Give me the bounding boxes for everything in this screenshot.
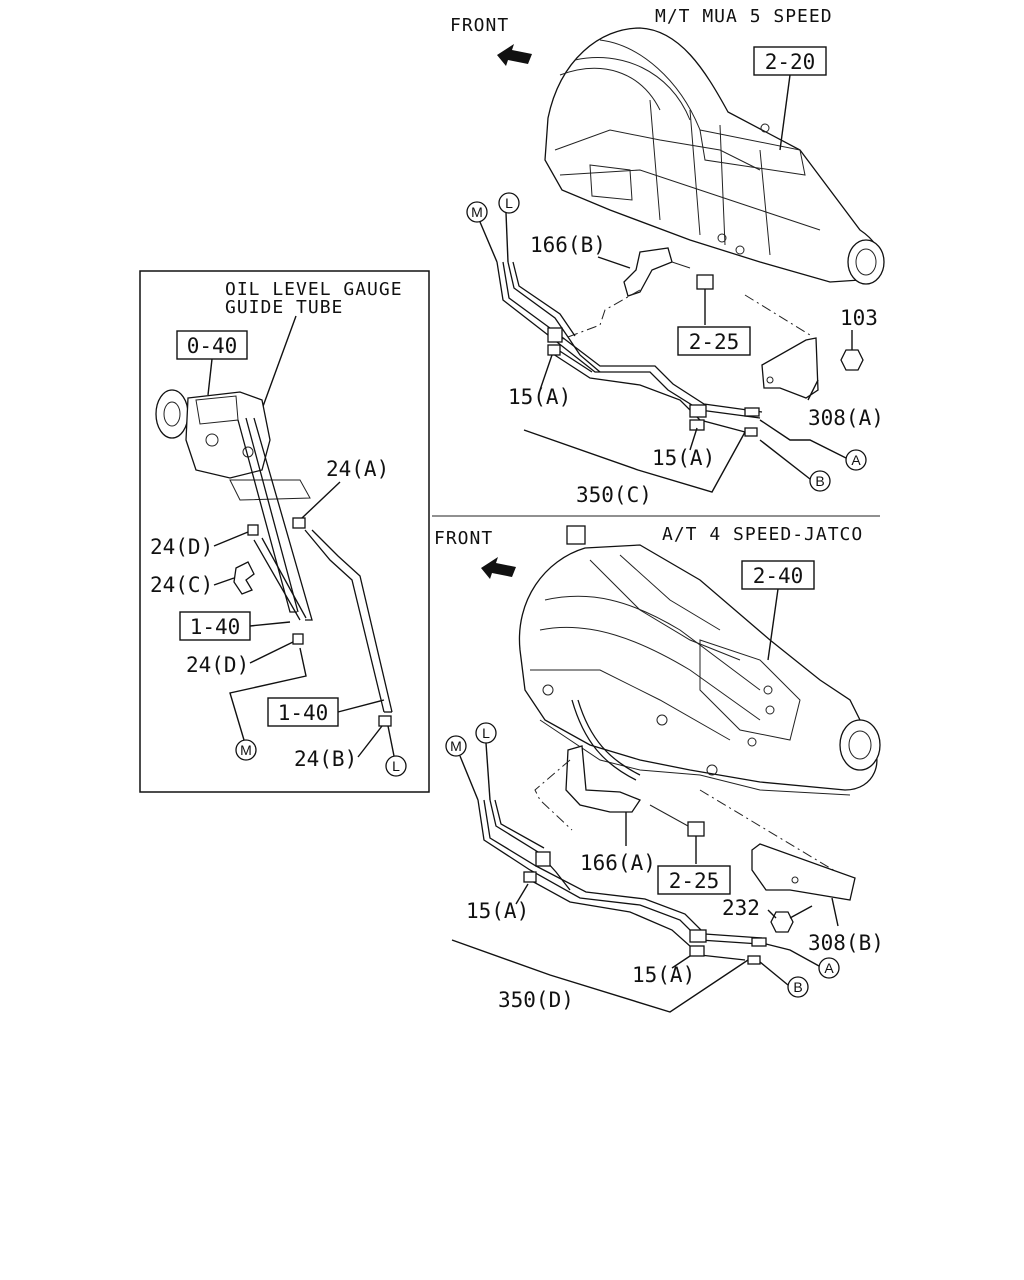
part-at-15a-2: 15(A) xyxy=(632,963,695,987)
inset-clamp-24d-2-icon xyxy=(292,633,304,645)
part-in-24d-2: 24(D) xyxy=(186,653,249,677)
inset-clamp-24a-icon xyxy=(292,517,306,529)
part-at-166a: 166(A) xyxy=(580,851,656,875)
at-bracket-166a xyxy=(565,745,641,813)
inset-engine-drawing xyxy=(155,389,311,501)
ref-box-inset-tube2 xyxy=(267,697,339,727)
conn-a-bottom-label: A xyxy=(824,960,834,976)
front-label-top: FRONT xyxy=(450,15,509,36)
at-bolt-232-icon xyxy=(770,905,813,933)
part-mt-166b: 166(B) xyxy=(530,233,606,257)
conn-l-top xyxy=(498,192,520,214)
part-mt-15a-1: 15(A) xyxy=(508,385,571,409)
part-at-308b: 308(B) xyxy=(808,931,884,955)
conn-b-top-label: B xyxy=(815,473,824,489)
at-transmission-drawing xyxy=(518,525,881,796)
at-cooler-pipes xyxy=(477,799,767,965)
ref-at-trans: 2-40 xyxy=(753,564,804,588)
part-at-350d: 350(D) xyxy=(498,988,574,1012)
conn-l-inset-label: L xyxy=(392,758,400,774)
front-arrow-bottom-icon xyxy=(481,557,516,579)
part-at-15a-1: 15(A) xyxy=(466,899,529,923)
mt-nut-103-icon xyxy=(840,349,864,371)
ref-mt-bolt: 2-25 xyxy=(689,330,740,354)
conn-l-inset xyxy=(385,755,407,777)
inset-frame xyxy=(139,270,430,793)
inset-title-2: GUIDE TUBE xyxy=(225,297,343,318)
mt-bracket-308a xyxy=(761,337,819,399)
at-bracket-308b xyxy=(751,843,856,901)
mt-title: M/T MUA 5 SPEED xyxy=(655,6,833,27)
conn-l-bottom-label: L xyxy=(482,725,490,741)
conn-m-inset-label: M xyxy=(240,742,252,758)
ref-inset-tube1: 1-40 xyxy=(190,615,241,639)
front-arrow-top-icon xyxy=(497,44,532,66)
ref-inset-engine: 0-40 xyxy=(187,334,238,358)
part-in-24b: 24(B) xyxy=(294,747,357,771)
ref-box-mt-bolt xyxy=(677,326,751,356)
conn-m-bottom-label: M xyxy=(450,738,462,754)
part-mt-15a-2: 15(A) xyxy=(652,446,715,470)
conn-b-top xyxy=(809,470,831,492)
inset-title-1: OIL LEVEL GAUGE xyxy=(225,279,403,300)
ref-at-bolt: 2-25 xyxy=(669,869,720,893)
part-in-24c: 24(C) xyxy=(150,573,213,597)
conn-b-bottom xyxy=(787,976,809,998)
part-mt-308a: 308(A) xyxy=(808,406,884,430)
conn-m-inset xyxy=(235,739,257,761)
inset-clamp-24d-1-icon xyxy=(247,524,259,536)
mt-cooler-pipes xyxy=(496,261,763,437)
part-mt-350c: 350(C) xyxy=(576,483,652,507)
conn-m-top xyxy=(466,201,488,223)
conn-a-top-label: A xyxy=(851,452,861,468)
ref-box-inset-tube1 xyxy=(179,611,251,641)
part-in-24a: 24(A) xyxy=(326,457,389,481)
ref-inset-tube2: 1-40 xyxy=(278,701,329,725)
ref-box-at-bolt xyxy=(657,865,731,895)
mt-bolt-icon xyxy=(696,274,714,325)
conn-a-top xyxy=(845,449,867,471)
mt-transmission-drawing xyxy=(544,27,885,285)
inset-guide-tubes xyxy=(237,417,393,713)
at-title: A/T 4 SPEED-JATCO xyxy=(662,524,863,545)
part-at-232: 232 xyxy=(722,896,760,920)
mt-bracket-166b xyxy=(623,247,691,297)
at-bolt-icon xyxy=(649,804,705,864)
ref-mt-trans: 2-20 xyxy=(765,50,816,74)
conn-l-top-label: L xyxy=(505,195,513,211)
conn-m-top-label: M xyxy=(471,204,483,220)
conn-m-bottom xyxy=(445,735,467,757)
part-mt-103: 103 xyxy=(840,306,878,330)
inset-clamp-24c-icon xyxy=(233,561,255,595)
conn-b-bottom-label: B xyxy=(793,979,802,995)
part-in-24d-1: 24(D) xyxy=(150,535,213,559)
inset-clamp-24b-icon xyxy=(378,715,392,727)
conn-a-bottom xyxy=(818,957,840,979)
ref-box-at-trans xyxy=(741,560,815,590)
front-label-bottom: FRONT xyxy=(434,528,493,549)
